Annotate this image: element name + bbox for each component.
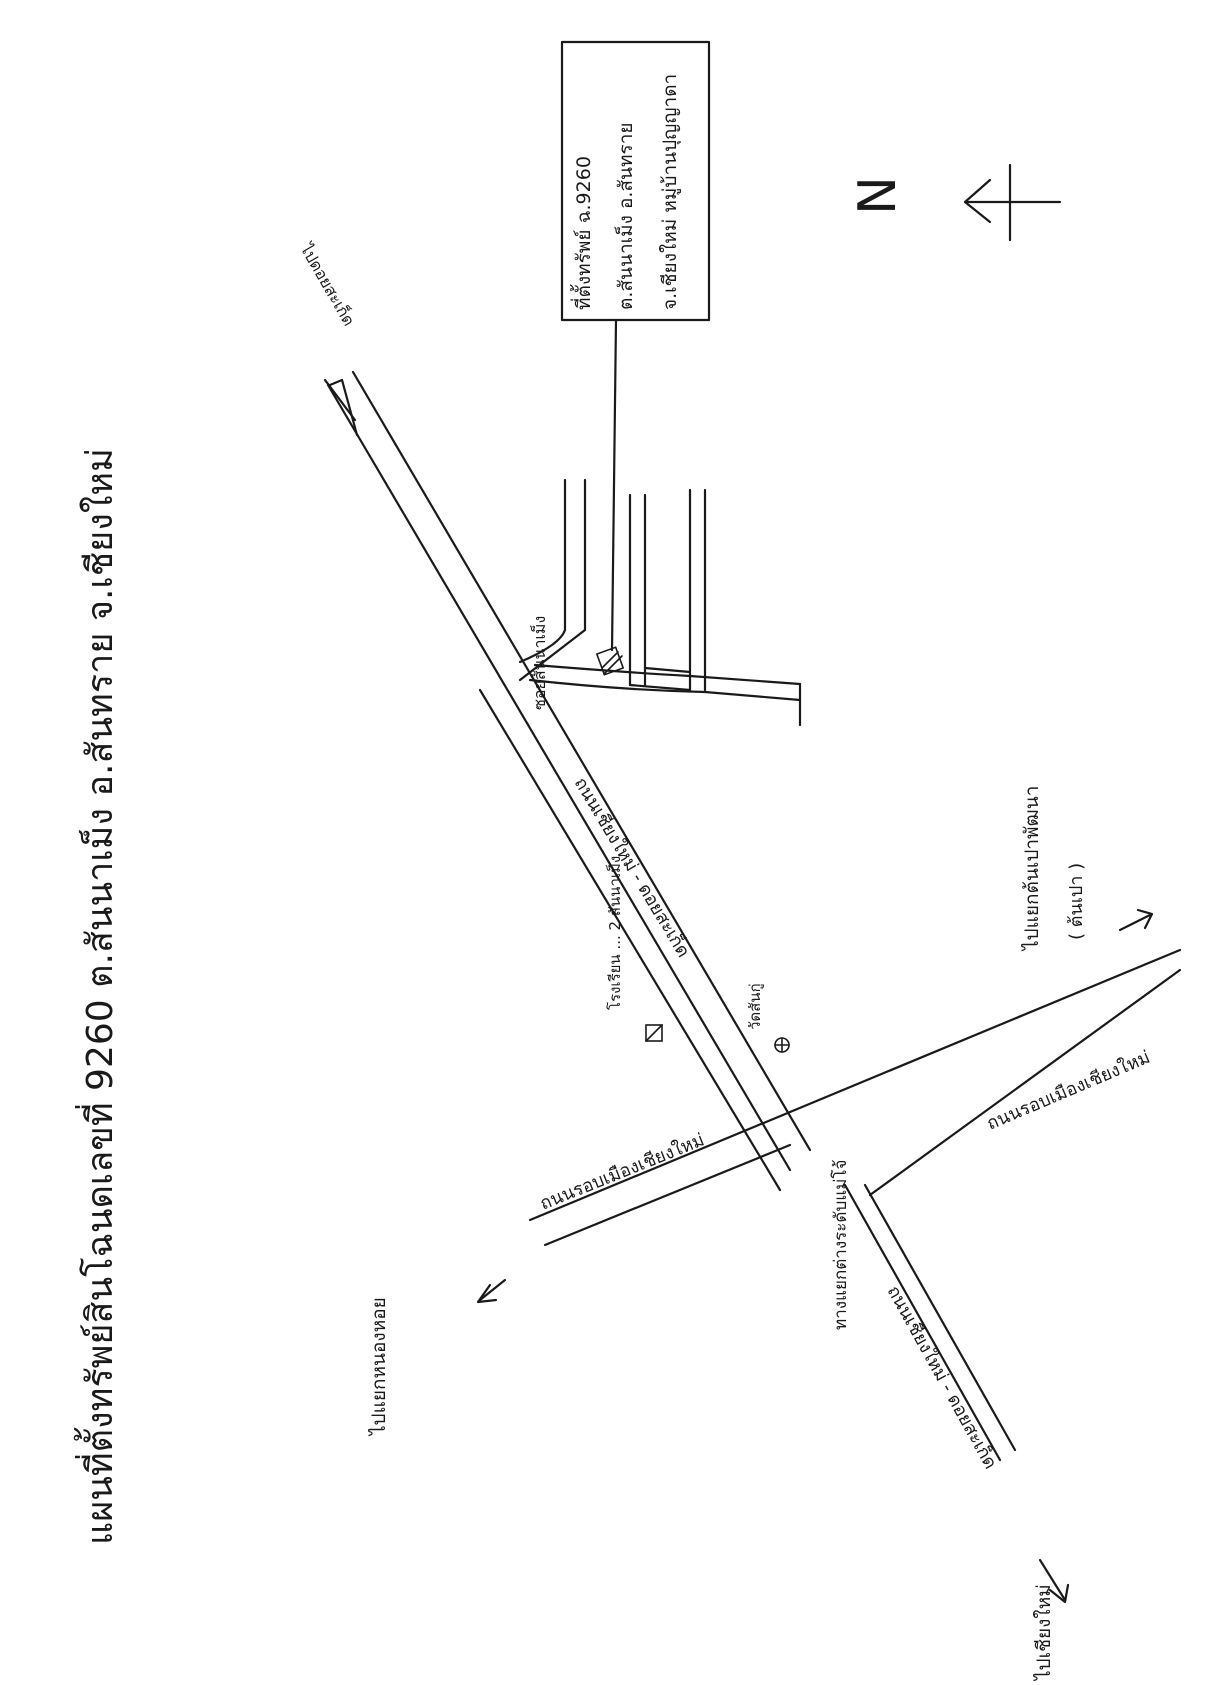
side-streets [518,478,802,727]
direction-arrows [476,908,1154,1604]
north-label: N [848,176,908,215]
property-box-line2: ต.สันนาเม็ง อ.สันทราย [613,122,637,310]
label-to-nong-hoi: ไปแยกหนองหอย [368,1297,390,1437]
highway-lower [843,1183,1017,1462]
label-to-chiang-mai: ไปเชียงใหม่ [1033,1584,1055,1682]
map-title: แผนที่ตั้งทรัพย์สินโฉนดเลขที่ 9260 ต.สัน… [73,448,121,1545]
property-box-line1: ที่ตั้งทรัพย์ ฉ.9260 [570,156,595,310]
property-box: ที่ตั้งทรัพย์ ฉ.9260 ต.สันนาเม็ง อ.สันทร… [560,40,711,322]
north-arrow: N [848,163,1062,242]
property-leader-line [610,318,618,652]
label-junction: ทางแยกต่างระดับแม่โจ้ [830,1160,851,1331]
highway-upper [323,370,812,1192]
label-ring-road-right: ถนนรอบเมืองเชียงใหม่ [983,1046,1153,1135]
property-box-line3: จ.เชียงใหม่ หมู่บ้านปุญญาดา [659,74,682,310]
landmark-symbols [645,1024,790,1053]
label-temple: วัดสันกู่ [746,983,764,1030]
label-ring-road-left: ถนนรอบเมืองเชียงใหม่ [537,1129,708,1215]
label-school: โรงเรียน ... 2 สันนาเม็ง [605,856,624,1010]
ring-road [528,948,1182,1247]
label-soi: ซอยสันนาเม็ง [529,616,549,710]
label-to-doi-saket: ไปดอยสะเก็ด [296,238,360,329]
label-highway-lower: ถนนเชียงใหม่ - ดอยสะเก็ด [883,1281,1003,1472]
label-to-san-pa-tong-sub: ( ต้นเปา ) [1066,863,1087,940]
label-to-san-pa-tong: ไปแยกต้นเปาพัฒนา [1021,786,1043,952]
school-icon [645,1024,663,1042]
label-highway-upper: ถนนเชียงใหม่ - ดอยสะเก็ด [570,773,696,962]
